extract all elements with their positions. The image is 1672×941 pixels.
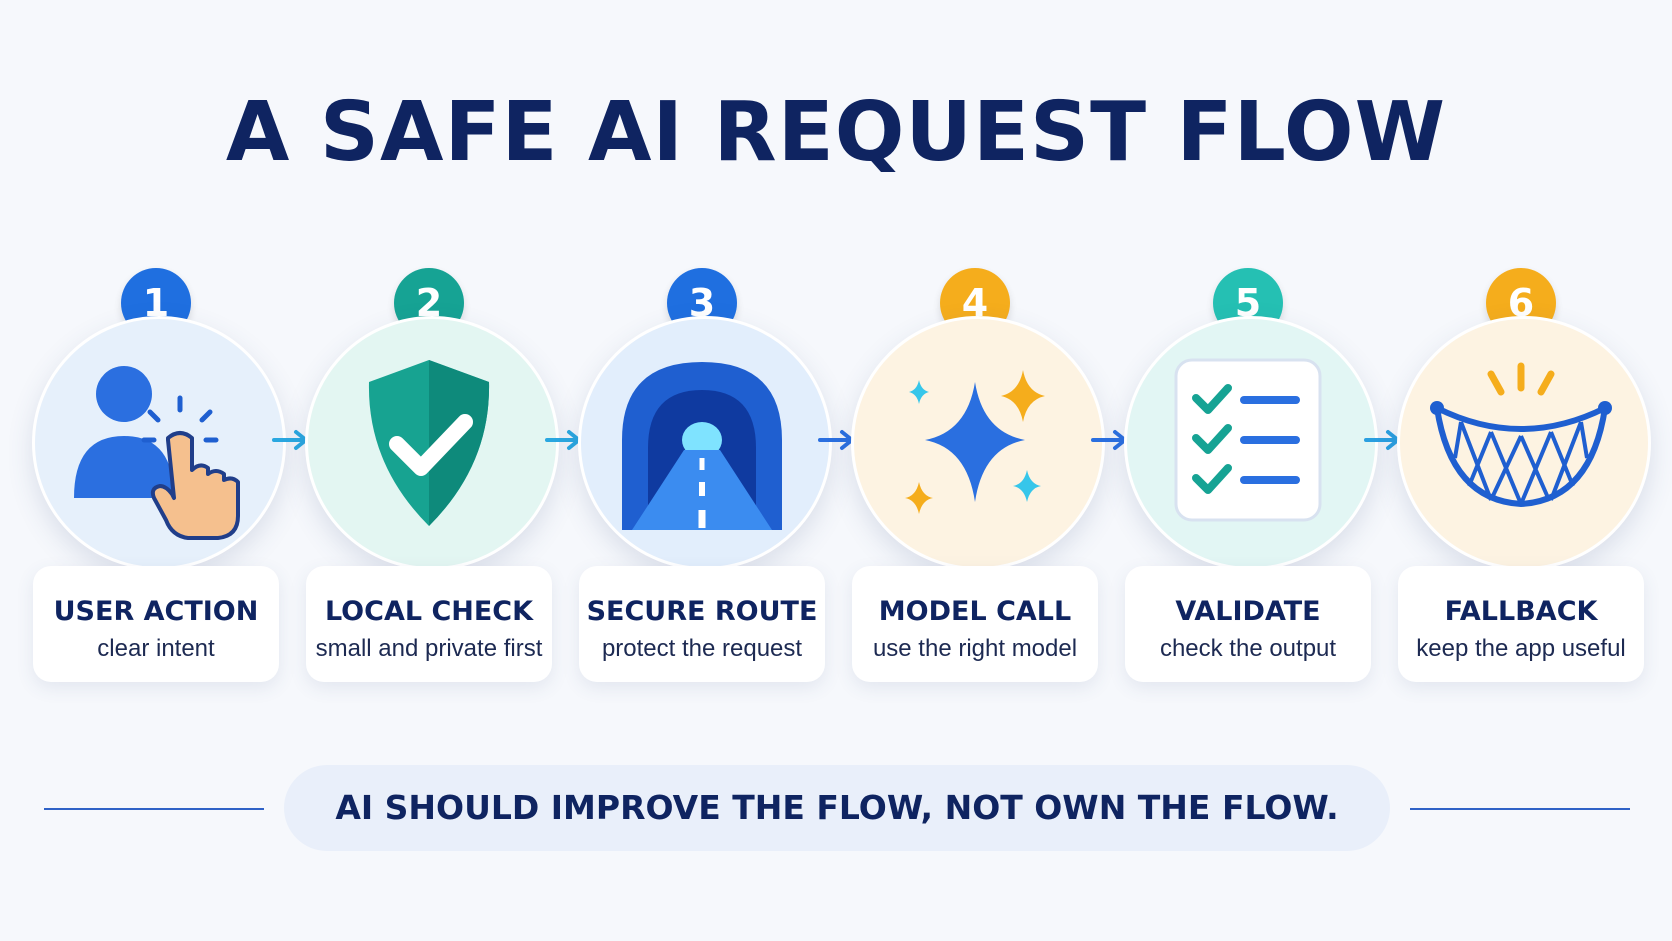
sparkle-icon xyxy=(905,370,1045,514)
divider-right xyxy=(1410,808,1630,810)
step-6-subtitle: keep the app useful xyxy=(1416,635,1626,662)
step-1-title: USER ACTION xyxy=(53,596,259,627)
step-1-circle xyxy=(32,316,286,570)
footer-message: AI SHOULD IMPROVE THE FLOW, NOT OWN THE … xyxy=(335,788,1339,827)
step-6-card: FALLBACK keep the app useful xyxy=(1398,566,1644,682)
checklist-icon xyxy=(1174,358,1322,522)
step-1-subtitle: clear intent xyxy=(97,635,215,662)
step-2-card: LOCAL CHECK small and private first xyxy=(306,566,552,682)
step-2-subtitle: small and private first xyxy=(315,635,543,662)
step-4-title: MODEL CALL xyxy=(878,596,1072,627)
step-6-title: FALLBACK xyxy=(1444,596,1598,627)
page-title: A SAFE AI REQUEST FLOW xyxy=(225,85,1447,180)
safety-net-icon xyxy=(1430,362,1612,508)
step-3-subtitle: protect the request xyxy=(601,635,803,662)
step-5-card: VALIDATE check the output xyxy=(1125,566,1371,682)
step-4-card: MODEL CALL use the right model xyxy=(852,566,1098,682)
step-5-subtitle: check the output xyxy=(1159,635,1337,662)
step-4-subtitle: use the right model xyxy=(872,635,1078,662)
shield-check-icon xyxy=(368,360,490,526)
footer-message-pill: AI SHOULD IMPROVE THE FLOW, NOT OWN THE … xyxy=(284,765,1390,851)
tunnel-road-icon xyxy=(622,362,782,530)
step-3-title: SECURE ROUTE xyxy=(586,596,818,627)
step-2-title: LOCAL CHECK xyxy=(324,596,534,627)
step-3-card: SECURE ROUTE protect the request xyxy=(579,566,825,682)
divider-left xyxy=(44,808,264,810)
user-tap-icon xyxy=(74,366,240,540)
step-5-title: VALIDATE xyxy=(1175,596,1321,627)
step-1-card: USER ACTION clear intent xyxy=(33,566,279,682)
